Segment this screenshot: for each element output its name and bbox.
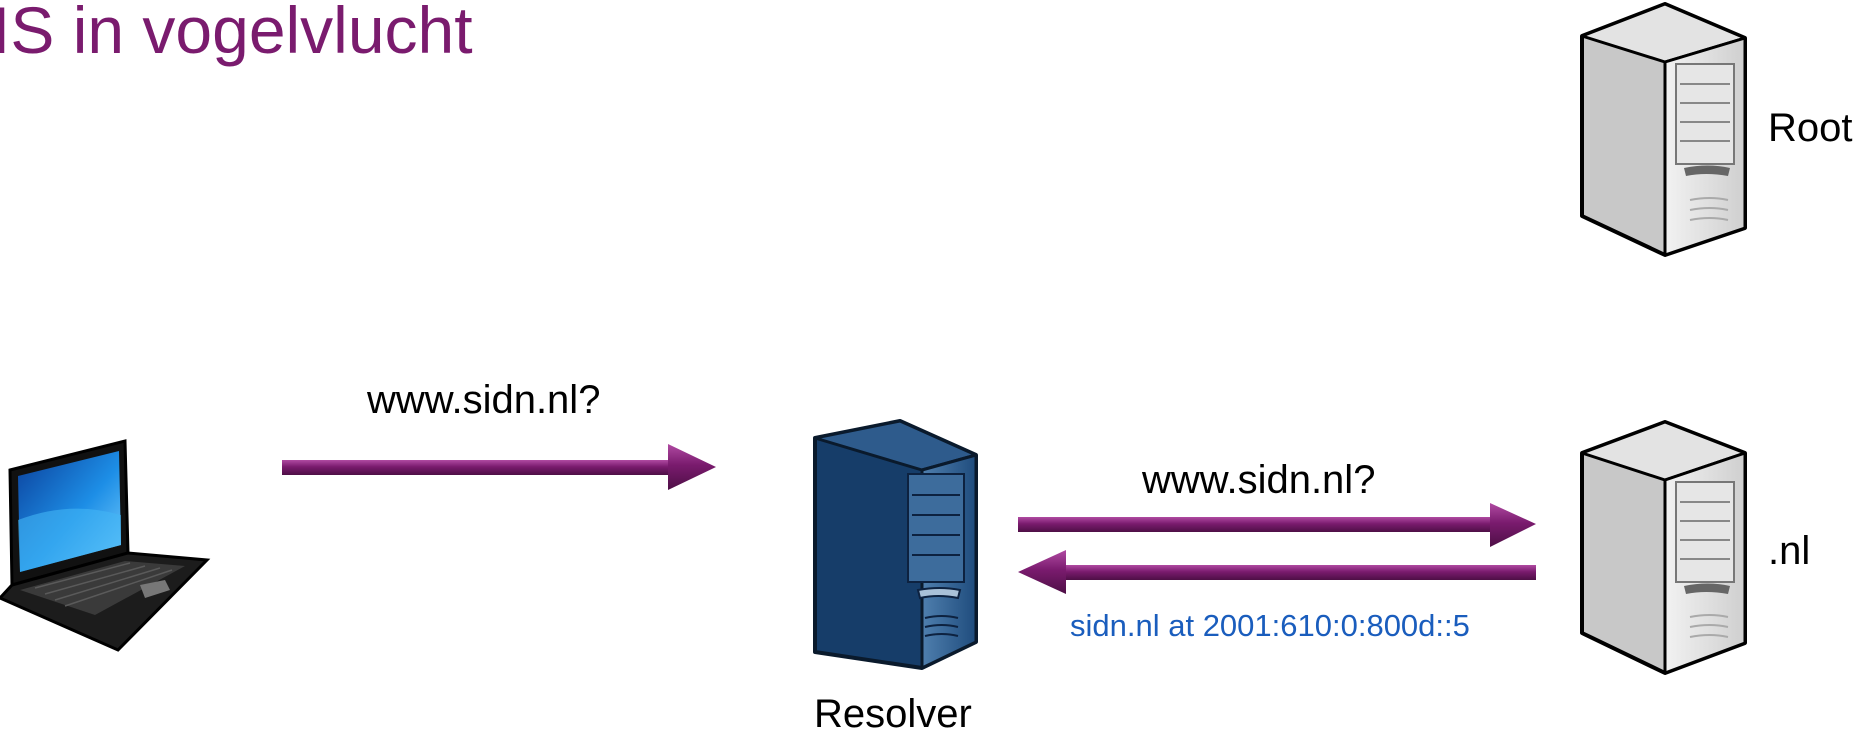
- query-arrow-client-to-resolver: [282, 444, 716, 490]
- nl-server-icon: [1580, 420, 1747, 675]
- client-query-label: www.sidn.nl?: [367, 378, 601, 422]
- nl-answer-label: sidn.nl at 2001:610:0:800d::5: [1070, 608, 1470, 643]
- laptop-icon: [0, 439, 211, 652]
- nl-label: .nl: [1768, 529, 1811, 573]
- root-label: Root: [1768, 106, 1853, 150]
- resolver-server-icon: [813, 419, 978, 670]
- answer-arrow-nl-to-resolver: [1018, 550, 1536, 594]
- root-server-icon: [1580, 2, 1747, 257]
- resolver-query-label: www.sidn.nl?: [1142, 458, 1376, 502]
- resolver-label: Resolver: [814, 692, 972, 736]
- slide-title: IS in vogelvlucht: [0, 0, 473, 67]
- query-arrow-resolver-to-nl: [1018, 503, 1536, 547]
